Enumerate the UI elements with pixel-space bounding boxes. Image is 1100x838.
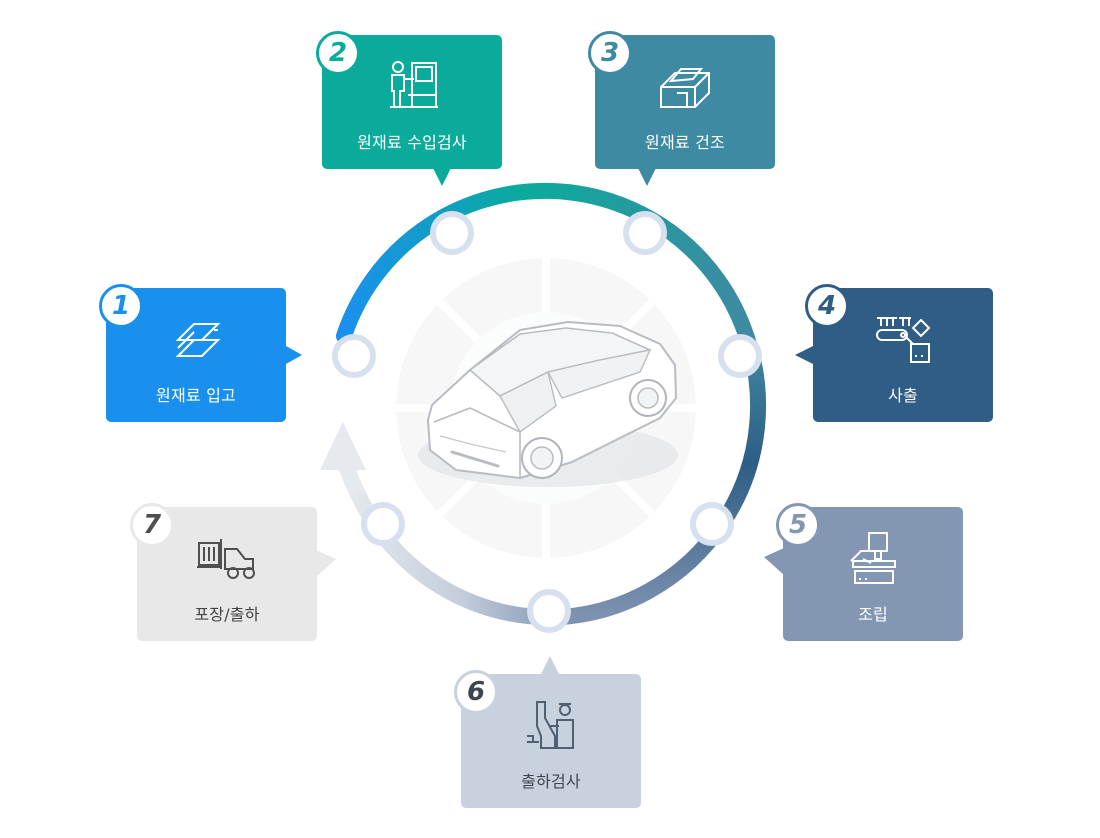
forklift-icon	[195, 529, 259, 585]
assembly-press-icon	[841, 529, 905, 585]
ring-node-7	[361, 502, 405, 546]
step-label: 원재료 건조	[645, 133, 725, 152]
ring-arc-top	[336, 182, 755, 346]
ring-node-3	[623, 211, 667, 255]
injection-molding-icon	[871, 310, 935, 366]
step-number-badge-5: 5	[776, 503, 820, 547]
step-card-4-pointer	[795, 346, 813, 364]
step-label: 포장/출하	[194, 605, 260, 624]
inspection-worker-icon	[380, 57, 444, 113]
step-card-6-pointer	[541, 656, 559, 674]
stacked-sheets-icon	[164, 310, 228, 366]
ring-node-2	[430, 211, 474, 255]
shipping-inspection-icon	[519, 696, 583, 752]
step-card-2-pointer	[433, 168, 451, 186]
ring-node-5	[690, 502, 734, 546]
step-number-badge-3: 3	[588, 31, 632, 75]
step-label: 조립	[858, 605, 888, 624]
step-card-5-pointer	[764, 548, 784, 575]
step-label: 출하검사	[521, 772, 581, 791]
ring-node-1	[332, 334, 376, 378]
step-number-badge-4: 4	[805, 284, 849, 328]
step-number-badge-1: 1	[99, 284, 143, 328]
step-label: 사출	[888, 386, 918, 405]
step-card-7: 포장/출하	[137, 507, 317, 641]
car-icon	[418, 321, 678, 487]
step-label: 원재료 수입검사	[357, 133, 467, 152]
ring-node-6	[527, 589, 571, 633]
step-card-3-pointer	[638, 168, 656, 186]
dryer-machine-icon	[653, 57, 717, 113]
step-number-badge-6: 6	[454, 670, 498, 714]
step-label: 원재료 입고	[156, 386, 236, 405]
step-card-1-pointer	[286, 346, 302, 364]
step-card-7-pointer	[316, 550, 336, 577]
step-number-badge-7: 7	[130, 503, 174, 547]
step-number-badge-2: 2	[316, 31, 360, 75]
ring-node-4	[718, 334, 762, 378]
cycle-arrow-icon	[320, 422, 366, 470]
